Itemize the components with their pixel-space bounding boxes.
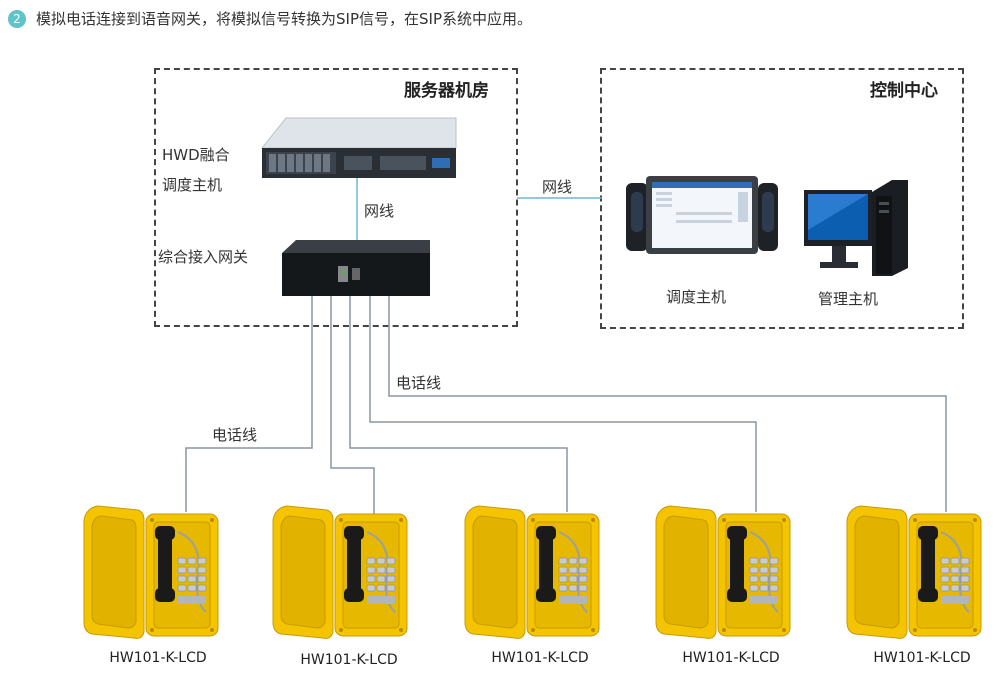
dispatch-console-icon [626, 176, 778, 254]
gateway-label: 综合接入网关 [158, 248, 249, 266]
emergency-phone-5-icon [846, 505, 982, 640]
rack-server-icon [260, 117, 457, 178]
phone-line-3 [349, 296, 568, 512]
phone-5-model-label: HW101-K-LCD [873, 650, 971, 666]
server-room-title: 服务器机房 [404, 81, 489, 101]
phone-line-label-left: 电话线 [212, 426, 258, 444]
step-description: 模拟电话连接到语音网关，将模拟信号转换为SIP信号，在SIP系统中应用。 [36, 10, 532, 28]
phone-4-model-label: HW101-K-LCD [682, 650, 780, 666]
link-cable-label: 网线 [542, 178, 573, 196]
phone-2-model-label: HW101-K-LCD [300, 652, 398, 668]
step-number-badge: 2 [8, 9, 26, 28]
emergency-phone-3-icon [464, 505, 600, 640]
management-pc-icon [804, 180, 908, 276]
phone-3-model-label: HW101-K-LCD [491, 650, 589, 666]
phone-line-2 [330, 296, 375, 514]
phone-line-label-right: 电话线 [396, 374, 442, 392]
fusion-host-label-line2: 调度主机 [162, 176, 223, 194]
dispatch-host-label: 调度主机 [666, 288, 727, 306]
internal-cable-label: 网线 [364, 202, 395, 220]
phone-line-1 [185, 296, 313, 512]
gateway-box-icon [282, 240, 430, 296]
management-host-label: 管理主机 [818, 290, 879, 308]
phone-line-4 [369, 296, 757, 512]
emergency-phone-2-icon [272, 505, 408, 640]
emergency-phone-1-icon [83, 505, 219, 640]
emergency-phone-4-icon [655, 505, 791, 640]
phone-line-5 [388, 296, 947, 512]
fusion-host-label-line1: HWD融合 [162, 146, 230, 164]
step-header: 2 模拟电话连接到语音网关，将模拟信号转换为SIP信号，在SIP系统中应用。 [8, 8, 532, 29]
control-center-title: 控制中心 [870, 81, 938, 101]
phone-1-model-label: HW101-K-LCD [109, 650, 207, 666]
